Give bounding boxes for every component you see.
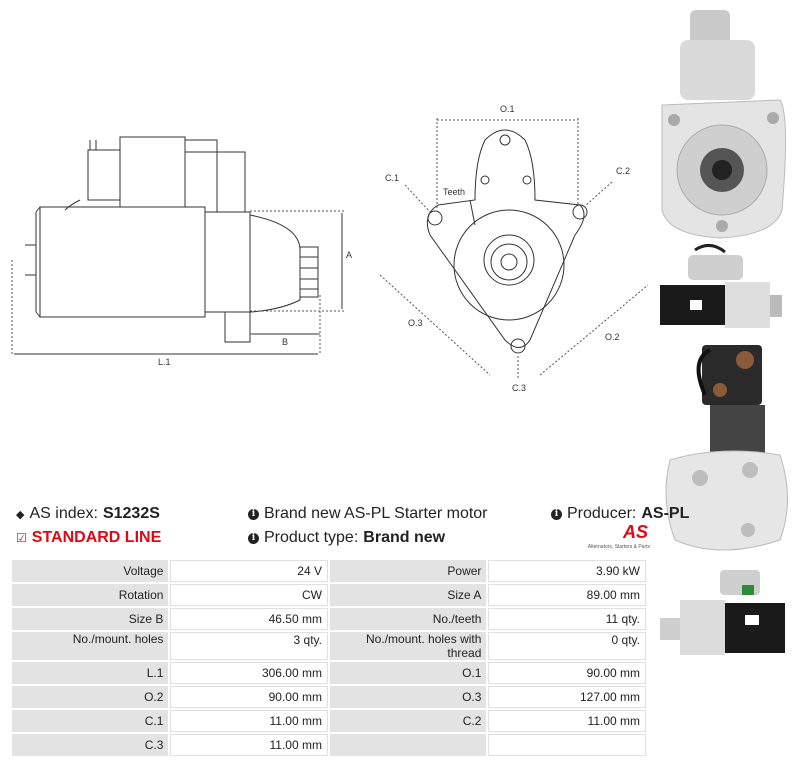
dim-o3-label: O.3 bbox=[408, 318, 423, 328]
product-type-label: Product type: bbox=[264, 529, 359, 546]
teeth-label: Teeth bbox=[443, 187, 465, 197]
dim-c1-label: C.1 bbox=[385, 173, 399, 183]
spec-label: No./mount. holes with thread bbox=[329, 632, 487, 660]
photo-side-view bbox=[660, 244, 782, 328]
spec-label: O.1 bbox=[329, 662, 487, 684]
spec-value: 11.00 mm bbox=[170, 734, 328, 756]
spec-label: L.1 bbox=[12, 662, 169, 684]
description-text: Brand new AS-PL Starter motor bbox=[264, 505, 488, 522]
tag-icon: ◆ bbox=[16, 508, 25, 521]
spec-label: Size B bbox=[12, 608, 169, 630]
producer-value: AS-PL bbox=[641, 505, 690, 522]
as-logo-mark: AS bbox=[622, 522, 648, 542]
spec-value: 90.00 mm bbox=[488, 662, 646, 684]
spec-value: 11 qty. bbox=[488, 608, 646, 630]
product-type: i Product type: Brand new bbox=[248, 529, 445, 547]
spec-value: 3.90 kW bbox=[488, 560, 646, 582]
dim-c2-label: C.2 bbox=[616, 166, 630, 176]
spec-label: O.2 bbox=[12, 686, 169, 708]
info-icon: i bbox=[248, 532, 259, 544]
spec-label: O.3 bbox=[329, 686, 487, 708]
spec-value: 90.00 mm bbox=[170, 686, 328, 708]
spec-label: Size A bbox=[329, 584, 487, 606]
spec-value: 11.00 mm bbox=[488, 710, 646, 732]
checkbox-icon: ☑ bbox=[16, 531, 27, 545]
photo-rear-view bbox=[665, 345, 788, 551]
as-index-label: AS index: bbox=[29, 505, 98, 522]
spec-value: 11.00 mm bbox=[170, 710, 328, 732]
product-line-text: STANDARD LINE bbox=[31, 529, 162, 546]
spec-label: Voltage bbox=[12, 560, 169, 582]
spec-value: CW bbox=[170, 584, 328, 606]
producer-label: Producer: bbox=[567, 505, 637, 522]
spec-value bbox=[488, 734, 646, 756]
spec-label: Power bbox=[329, 560, 487, 582]
dim-a-label: A bbox=[346, 250, 352, 260]
spec-value: 89.00 mm bbox=[488, 584, 646, 606]
info-icon: i bbox=[551, 508, 562, 520]
as-logo: AS Alternators, Starters & Parts bbox=[586, 522, 650, 556]
spec-label: C.3 bbox=[12, 734, 169, 756]
description: i Brand new AS-PL Starter motor bbox=[248, 505, 488, 523]
side-view bbox=[25, 136, 319, 343]
info-row-1: ◆ AS index: S1232S i Brand new AS-PL Sta… bbox=[10, 505, 689, 525]
spec-label: C.1 bbox=[12, 710, 169, 732]
as-index-value: S1232S bbox=[102, 505, 160, 522]
info-icon: i bbox=[248, 508, 259, 520]
spec-label: No./mount. holes bbox=[12, 632, 169, 660]
spec-value: 127.00 mm bbox=[488, 686, 646, 708]
dim-o2-label: O.2 bbox=[605, 332, 620, 342]
as-index: ◆ AS index: S1232S bbox=[16, 505, 160, 523]
spec-value: 306.00 mm bbox=[170, 662, 328, 684]
dim-l1-label: L.1 bbox=[158, 357, 171, 367]
technical-drawing: A B L.1 O.1 O.2 O.3 C.1 C.2 C.3 Teeth bbox=[11, 104, 649, 393]
product-photos bbox=[660, 10, 788, 655]
product-type-value: Brand new bbox=[363, 529, 446, 546]
producer: i Producer: AS-PL bbox=[551, 505, 689, 523]
spec-label: No./teeth bbox=[329, 608, 487, 630]
as-logo-tagline: Alternators, Starters & Parts bbox=[587, 544, 650, 550]
front-view bbox=[426, 129, 588, 354]
dim-b-label: B bbox=[282, 337, 288, 347]
info-row-2: ☑ STANDARD LINE i Product type: Brand ne… bbox=[10, 529, 650, 549]
spec-label: Rotation bbox=[12, 584, 169, 606]
spec-value: 24 V bbox=[170, 560, 328, 582]
spec-label: C.2 bbox=[329, 710, 487, 732]
spec-value: 0 qty. bbox=[488, 632, 646, 660]
dim-o1-label: O.1 bbox=[500, 104, 515, 114]
dim-c3-label: C.3 bbox=[512, 383, 526, 393]
spec-label bbox=[329, 734, 487, 756]
spec-value: 46.50 mm bbox=[170, 608, 328, 630]
spec-value: 3 qty. bbox=[170, 632, 328, 660]
photo-front-view bbox=[661, 10, 787, 239]
product-line: ☑ STANDARD LINE bbox=[16, 529, 161, 547]
photo-three-quarter-view bbox=[660, 570, 785, 655]
